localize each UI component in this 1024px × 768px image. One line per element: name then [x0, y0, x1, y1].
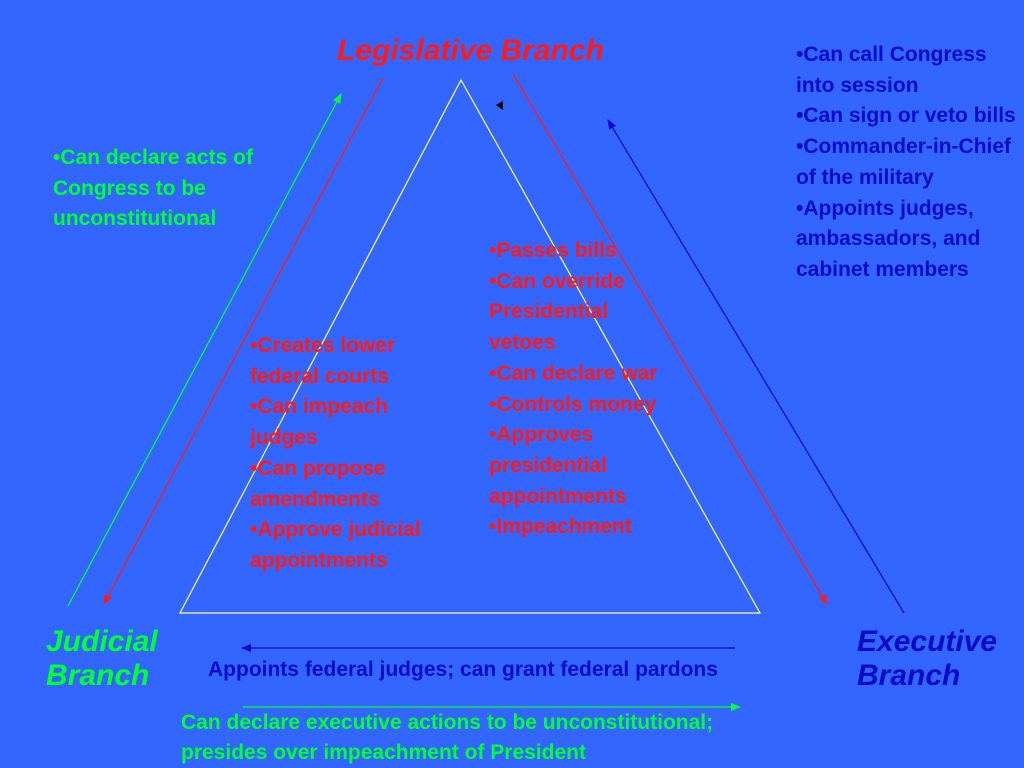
small-arrowhead	[496, 101, 503, 110]
arrow-executive-to-legislative	[607, 119, 905, 614]
judicial-branch-label: Judicial Branch	[46, 625, 158, 693]
legislative-branch-label: Legislative Branch	[337, 34, 604, 67]
list-item: Approve judicial appointments	[250, 515, 430, 576]
list-item: Can call Congress into session	[796, 40, 1022, 101]
arrow-legislative-to-executive	[512, 73, 828, 605]
judicial-on-executive-line2: presides over impeachment of President	[181, 741, 586, 764]
judicial-on-executive-line1: Can declare executive actions to be unco…	[181, 711, 714, 734]
arrow-legislative-to-judicial	[103, 77, 384, 605]
list-item: Approves presidential appointments	[489, 420, 669, 512]
list-item: Can impeach judges	[250, 392, 430, 453]
list-item: Commander-in-Chief of the military	[796, 132, 1022, 193]
judicial-on-executive-text: Can declare executive actions to be unco…	[181, 708, 713, 768]
list-item: Can declare war	[489, 359, 669, 390]
judicial-label-line2: Branch	[46, 659, 150, 692]
list-item: Creates lower federal courts	[250, 331, 430, 392]
list-item: Controls money	[489, 390, 669, 421]
judicial-on-legislative-list: Can declare acts of Congress to be uncon…	[53, 143, 283, 235]
executive-on-legislative-list: Can call Congress into session Can sign …	[796, 40, 1022, 286]
executive-label-line1: Executive	[857, 625, 998, 658]
legislative-on-judicial-list: Creates lower federal courts Can impeach…	[250, 331, 430, 577]
arrow-judicial-to-legislative	[67, 93, 342, 607]
executive-branch-label: Executive Branch	[857, 625, 997, 693]
list-item: Can propose amendments	[250, 454, 430, 515]
list-item: Can override Presidential vetoes	[489, 267, 669, 359]
list-item: Passes bills	[489, 236, 669, 267]
list-item: Appoints judges, ambassadors, and cabine…	[796, 194, 1022, 286]
list-item: Impeachment	[489, 512, 669, 543]
judicial-label-line1: Judicial	[46, 625, 158, 658]
executive-label-line2: Branch	[857, 659, 961, 692]
list-item: Can declare acts of Congress to be uncon…	[53, 143, 283, 235]
legislative-on-executive-list: Passes bills Can override Presidential v…	[489, 236, 669, 543]
list-item: Can sign or veto bills	[796, 101, 1022, 132]
executive-on-judicial-text: Appoints federal judges; can grant feder…	[208, 658, 718, 681]
